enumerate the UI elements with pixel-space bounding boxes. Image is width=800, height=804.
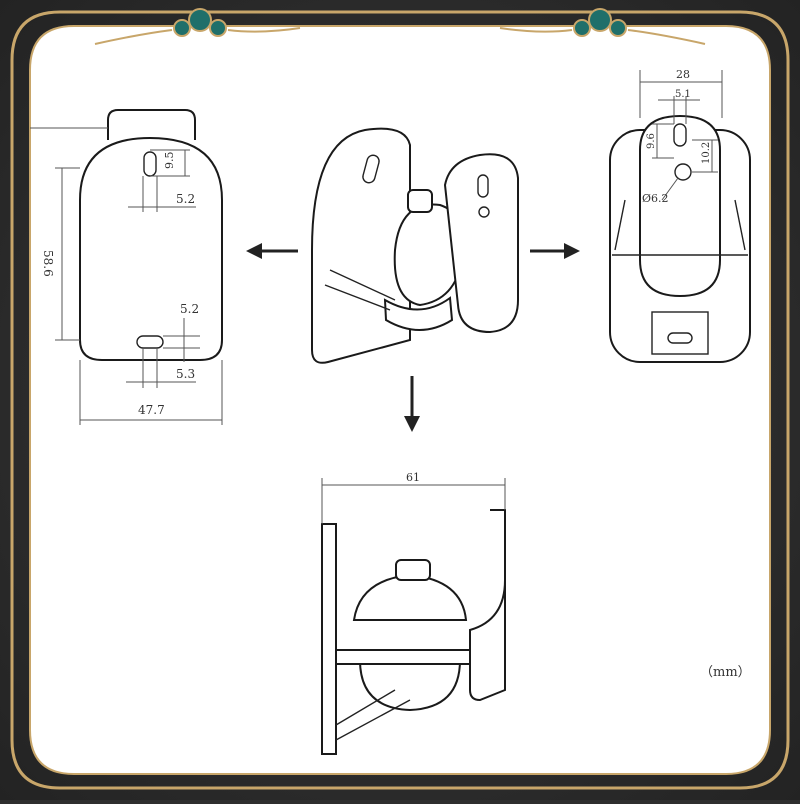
width-label: 47.7 [138, 403, 165, 417]
side-width-label: 28 [676, 68, 690, 81]
arrow-down-icon [404, 376, 420, 432]
bottom-view: 61 [321, 471, 506, 755]
bottom-slot-width-label: 5.3 [176, 367, 195, 381]
side-slot-width-label: 5.1 [675, 89, 691, 100]
side-hole-offset-label: 10.2 [701, 142, 712, 164]
slot-height-label: 9.5 [163, 152, 176, 170]
unit-label: （mm） [700, 665, 751, 680]
arrow-left-icon [246, 243, 298, 259]
bracket-isometric-view [311, 127, 519, 364]
side-slot-height-label: 9.6 [646, 133, 657, 149]
front-view: 9.5 5.2 58.6 5.2 5.3 47.7 [30, 109, 223, 425]
slot-width-label: 5.2 [176, 192, 195, 206]
cloud-ornament-icon [94, 8, 301, 45]
height-label: 58.6 [41, 250, 55, 277]
side-view: 28 5.1 9.6 10.2 Ø6.2 [609, 68, 751, 363]
cloud-ornament-icon [499, 8, 706, 45]
arrow-right-icon [530, 243, 580, 259]
bottom-slot-height-label: 5.2 [180, 302, 199, 316]
bottom-width-label: 61 [406, 471, 420, 484]
side-hole-diameter-label: Ø6.2 [642, 192, 669, 205]
